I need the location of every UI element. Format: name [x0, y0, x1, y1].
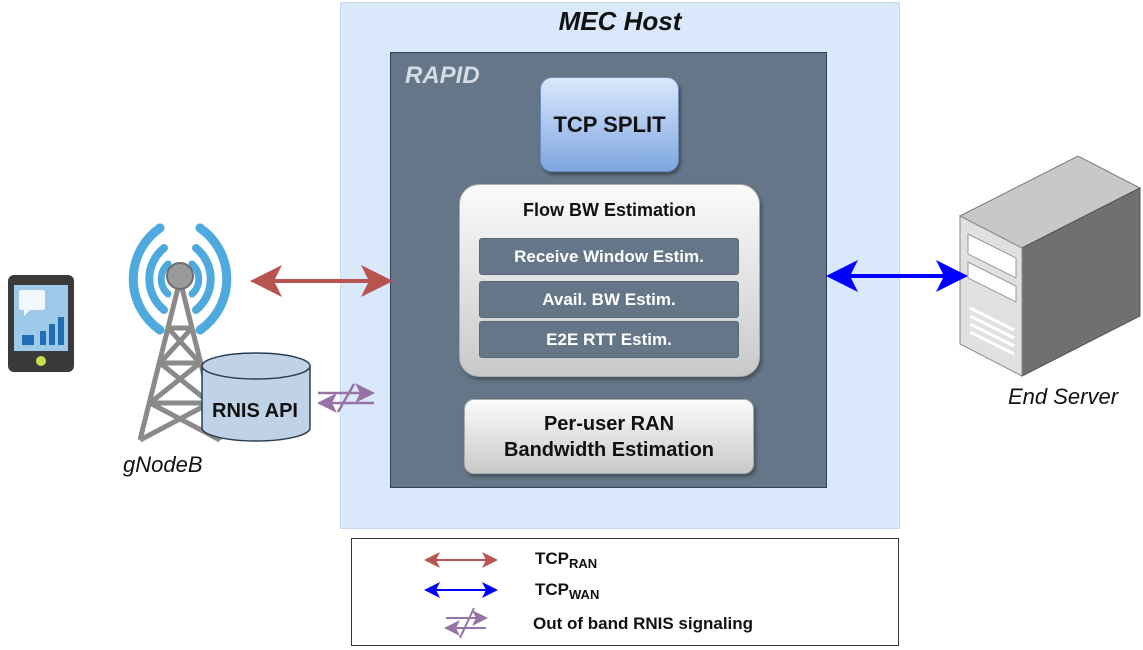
per-user-line1: Per-user RAN — [543, 412, 675, 435]
server-icon — [958, 155, 1142, 377]
avail-bw-estim-box: Avail. BW Estim. — [479, 281, 739, 318]
mec-host-title: MEC Host — [558, 6, 682, 36]
legend-tcp-wan-label: TCPWAN — [535, 580, 600, 602]
legend-rnis-label: Out of band RNIS signaling — [533, 614, 754, 633]
legend-tcp-ran-label: TCPRAN — [535, 549, 598, 571]
end-server-label: End Server — [1008, 384, 1119, 409]
per-user-line2: Bandwidth Estimation — [504, 438, 714, 461]
e2e-rtt-estim-box: E2E RTT Estim. — [479, 321, 739, 358]
rnis-api-label: RNIS API — [212, 400, 298, 422]
database-icon — [201, 352, 311, 442]
receive-window-estim-box: Receive Window Estim. — [479, 238, 739, 275]
legend-rnis-symbol — [444, 607, 488, 639]
gnodeb-label: gNodeB — [123, 452, 203, 477]
rnis-signaling-arrow — [317, 383, 375, 413]
tcp-split-box: TCP SPLIT — [540, 77, 679, 172]
flow-bw-estimation-title: Flow BW Estimation — [523, 200, 696, 220]
smartphone-icon — [8, 275, 74, 372]
per-user-ran-bw-box: Per-user RAN Bandwidth Estimation — [464, 399, 754, 474]
rapid-label: RAPID — [405, 62, 480, 89]
